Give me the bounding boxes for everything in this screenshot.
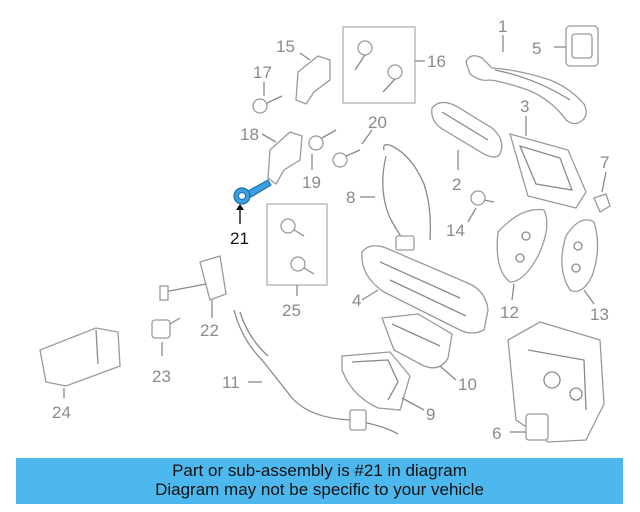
- caption-banner: Part or sub-assembly is #21 in diagram D…: [16, 458, 623, 504]
- part-10-trim-bezel: 10: [381, 313, 477, 394]
- part-2-handle-bezel: 2: [431, 101, 503, 194]
- part-20-bolt: 20: [332, 113, 387, 168]
- caption-line-1: Part or sub-assembly is #21 in diagram: [172, 461, 467, 480]
- callout-9[interactable]: 9: [426, 405, 435, 424]
- part-4-inner-handle: 4: [352, 245, 489, 334]
- callout-17[interactable]: 17: [253, 63, 272, 82]
- callout-19[interactable]: 19: [302, 173, 321, 192]
- part-6-latch: 6: [492, 321, 605, 443]
- callout-25[interactable]: 25: [282, 301, 301, 320]
- part-11-cable: 11: [222, 309, 399, 435]
- callout-14[interactable]: 14: [446, 221, 465, 240]
- callout-11[interactable]: 11: [222, 373, 240, 392]
- part-18-bracket: 18: [240, 125, 303, 185]
- callout-20[interactable]: 20: [368, 113, 387, 132]
- callout-3[interactable]: 3: [520, 97, 529, 116]
- part-24-pad: 24: [39, 327, 121, 422]
- part-1-outside-handle: 1: [465, 17, 587, 125]
- callout-10[interactable]: 10: [458, 375, 477, 394]
- part-21-bolt-highlighted[interactable]: 21: [230, 179, 272, 248]
- callout-5[interactable]: 5: [532, 39, 541, 58]
- part-15-bracket: 15: [276, 37, 331, 105]
- callout-24[interactable]: 24: [52, 403, 71, 422]
- part-5-lock-cylinder: 5: [532, 25, 599, 67]
- part-9-escutcheon: 9: [341, 351, 435, 424]
- part-3-trim-panel: 3: [509, 97, 587, 209]
- callout-2[interactable]: 2: [452, 175, 461, 194]
- caption-line-2: Diagram may not be specific to your vehi…: [155, 480, 484, 499]
- callout-16[interactable]: 16: [427, 52, 446, 71]
- part-23-bolt: 23: [151, 317, 181, 386]
- part-7-clip: 7: [593, 153, 611, 213]
- part-8-cable: 8: [346, 144, 432, 251]
- callout-7[interactable]: 7: [600, 153, 609, 172]
- part-19-bolt: 19: [302, 129, 337, 192]
- callout-23[interactable]: 23: [152, 367, 171, 386]
- callout-8[interactable]: 8: [346, 188, 355, 207]
- callout-4[interactable]: 4: [352, 291, 361, 310]
- part-16-bolt-set: 16: [342, 26, 446, 104]
- part-17-bolt: 17: [252, 63, 283, 114]
- part-13-shield: 13: [561, 219, 609, 324]
- callout-15[interactable]: 15: [276, 37, 295, 56]
- callout-21[interactable]: 21: [230, 229, 249, 248]
- callout-12[interactable]: 12: [500, 303, 519, 322]
- part-25-clip-set: 25: [266, 203, 328, 320]
- callout-13[interactable]: 13: [590, 305, 609, 324]
- part-14-bolt: 14: [446, 190, 495, 240]
- callout-1[interactable]: 1: [498, 17, 507, 36]
- part-22-handle-piece: 22: [159, 255, 227, 340]
- callout-18[interactable]: 18: [240, 125, 259, 144]
- callout-6[interactable]: 6: [492, 424, 501, 443]
- part-12-shield: 12: [496, 208, 548, 322]
- callout-22[interactable]: 22: [200, 321, 219, 340]
